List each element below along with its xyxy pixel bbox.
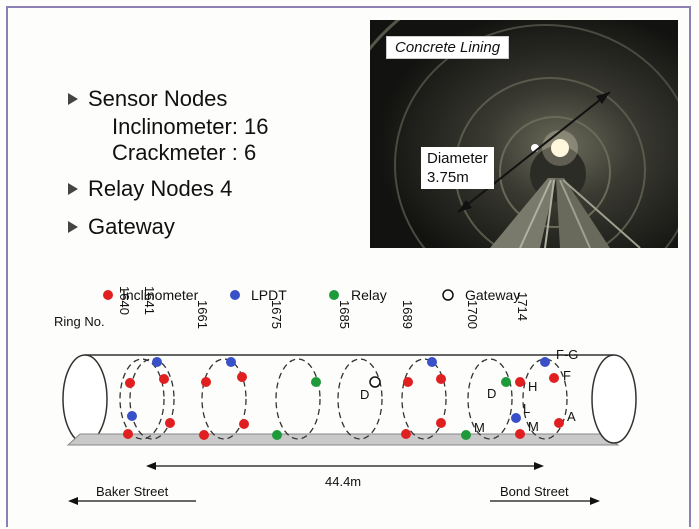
bond-street-arrow-head — [590, 497, 600, 505]
legend-relay-label: Relay — [351, 287, 387, 303]
bullet-relay-nodes-text: Relay Nodes 4 — [88, 176, 233, 201]
ring-1700 — [467, 358, 513, 440]
distance-arrow-right-head — [534, 462, 544, 470]
inclinometer-node — [515, 377, 525, 387]
ring-1641 — [129, 358, 175, 440]
node-label-m-right: M — [528, 419, 539, 434]
lpdt-node — [540, 357, 550, 367]
relay-node — [272, 430, 282, 440]
node-label-a: A — [567, 409, 576, 424]
ring-1640 — [119, 358, 165, 440]
relay-node — [461, 430, 471, 440]
legend-inclinometer-dot — [103, 290, 113, 300]
ring-number: 1661 — [195, 300, 210, 329]
bullet-sensor-nodes-text: Sensor Nodes — [88, 86, 228, 111]
node-label-f: F — [563, 368, 571, 383]
ring-number: 1685 — [337, 300, 352, 329]
photo-caption: Concrete Lining — [386, 36, 510, 59]
inclinometer-node — [436, 374, 446, 384]
inclinometer-node — [165, 418, 175, 428]
node-label-l: L — [523, 401, 530, 416]
relay-node — [501, 377, 511, 387]
legend-gateway-label: Gateway — [465, 287, 520, 303]
legend-gateway-dot — [442, 289, 454, 301]
bond-street-label: Bond Street — [500, 484, 569, 499]
bullet-crackmeter-count: Crackmeter : 6 — [112, 140, 257, 165]
inclinometer-node — [549, 373, 559, 383]
relay-node — [311, 377, 321, 387]
inclinometer-node — [199, 430, 209, 440]
inclinometer-node — [201, 377, 211, 387]
lpdt-node — [511, 413, 521, 423]
gateway-node — [369, 376, 381, 388]
inclinometer-node — [403, 377, 413, 387]
ring-number: 1675 — [269, 300, 284, 329]
inclinometer-node — [237, 372, 247, 382]
ring-1661 — [201, 358, 247, 440]
inclinometer-node — [401, 429, 411, 439]
diameter-label: Diameter 3.75m — [421, 147, 494, 189]
diameter-label-line1: Diameter — [427, 150, 488, 167]
distance-label: 44.4m — [325, 474, 361, 489]
distance-arrow-left-head — [146, 462, 156, 470]
inclinometer-node — [159, 374, 169, 384]
slide-frame — [6, 6, 691, 527]
baker-street-arrow-head — [68, 497, 78, 505]
ring-number: 1641 — [142, 286, 157, 315]
ring-number: 1689 — [400, 300, 415, 329]
sensor-nodes — [123, 357, 564, 440]
bullet-list: Sensor Nodes Inclinometer: 16 Crackmeter… — [68, 84, 269, 242]
bullet-relay-nodes: Relay Nodes 4 — [68, 174, 269, 204]
node-label-d-right: D — [487, 386, 496, 401]
inclinometer-node — [436, 418, 446, 428]
ring-number: 1640 — [117, 286, 132, 315]
legend-relay-dot — [329, 290, 339, 300]
tunnel-right-end — [591, 354, 637, 444]
bullet-triangle-icon — [68, 183, 78, 195]
node-label-h: H — [528, 379, 537, 394]
ring-1714 — [522, 358, 568, 440]
lpdt-node — [427, 357, 437, 367]
monitoring-rings — [119, 358, 568, 440]
bullet-gateway-text: Gateway — [88, 214, 175, 239]
node-label-f-g: F-G — [556, 347, 578, 362]
inclinometer-node — [554, 418, 564, 428]
lpdt-node — [152, 357, 162, 367]
node-label-d-left: D — [360, 387, 369, 402]
bullet-inclinometer-count: Inclinometer: 16 — [112, 114, 269, 139]
tunnel-left-end — [62, 354, 108, 444]
ring-1685 — [337, 358, 383, 440]
bullet-sensor-nodes: Sensor Nodes — [68, 84, 269, 114]
ring-no-label: Ring No. — [54, 314, 105, 329]
ring-1675 — [275, 358, 321, 440]
ring-number: 1700 — [465, 300, 480, 329]
inclinometer-node — [123, 429, 133, 439]
diameter-label-line2: 3.75m — [427, 169, 469, 186]
bullet-triangle-icon — [68, 221, 78, 233]
inclinometer-node — [239, 419, 249, 429]
ring-1689 — [401, 358, 447, 440]
legend-inclinometer-label: Inclinometer — [122, 287, 199, 303]
node-label-m-left: M — [474, 420, 485, 435]
bullet-gateway: Gateway — [68, 212, 269, 242]
lpdt-node — [127, 411, 137, 421]
inclinometer-node — [515, 429, 525, 439]
legend-lpdt-label: LPDT — [251, 287, 287, 303]
ring-number: 1714 — [515, 292, 530, 321]
bullet-triangle-icon — [68, 93, 78, 105]
legend-lpdt-dot — [230, 290, 240, 300]
baker-street-label: Baker Street — [96, 484, 169, 499]
inclinometer-node — [125, 378, 135, 388]
lpdt-node — [226, 357, 236, 367]
